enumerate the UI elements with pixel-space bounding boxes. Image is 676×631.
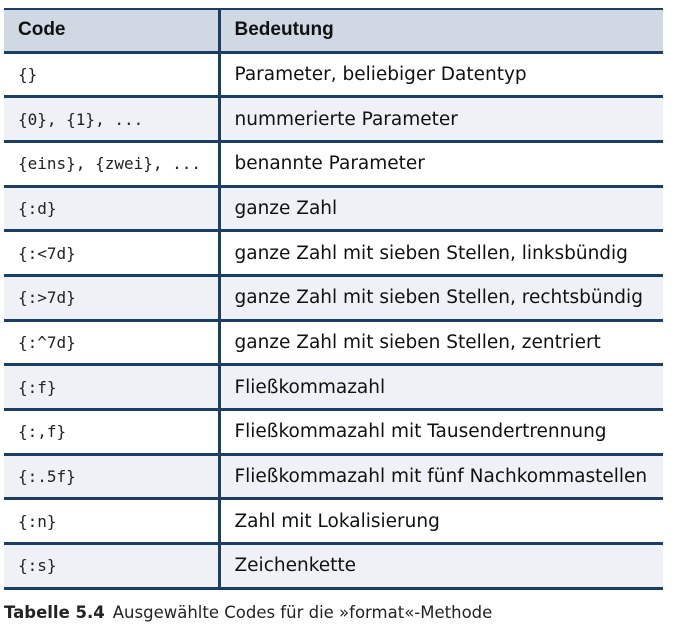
format-codes-table: Code Bedeutung {} Parameter, beliebiger … (4, 8, 663, 590)
meaning-cell: nummerierte Parameter (219, 96, 663, 143)
code-cell: {:>7d} (4, 275, 221, 322)
meaning-cell: Zeichenkette (219, 543, 663, 590)
table-row: {:f} Fließkommazahl (4, 364, 663, 411)
code-cell: {eins}, {zwei}, ... (4, 141, 221, 188)
meaning-cell: Parameter, beliebiger Datentyp (219, 52, 663, 99)
code-cell: {0}, {1}, ... (4, 96, 221, 143)
meaning-cell: ganze Zahl mit sieben Stellen, zentriert (219, 320, 663, 367)
code-cell: {:^7d} (4, 320, 221, 367)
code-cell: {:,f} (4, 409, 221, 456)
code-cell: {:d} (4, 186, 221, 233)
table-row: {eins}, {zwei}, ... benannte Parameter (4, 141, 663, 188)
table-row: {0}, {1}, ... nummerierte Parameter (4, 96, 663, 143)
meaning-cell: Fließkommazahl (219, 364, 663, 411)
format-codes-table-container: Code Bedeutung {} Parameter, beliebiger … (4, 8, 663, 590)
table-row: {:d} ganze Zahl (4, 186, 663, 233)
meaning-cell: ganze Zahl mit sieben Stellen, linksbünd… (219, 230, 663, 277)
caption-number: Tabelle 5.4 (4, 603, 105, 622)
code-cell: {:.5f} (4, 454, 221, 501)
code-cell: {:<7d} (4, 230, 221, 277)
table-row: {:s} Zeichenkette (4, 543, 663, 590)
meaning-cell: benannte Parameter (219, 141, 663, 188)
table-row: {:,f} Fließkommazahl mit Tausendertrennu… (4, 409, 663, 456)
caption-text: Ausgewählte Codes für die »format«-Metho… (112, 603, 493, 622)
meaning-cell: ganze Zahl (219, 186, 663, 233)
meaning-cell: Fließkommazahl mit Tausendertrennung (219, 409, 663, 456)
table-row: {:>7d} ganze Zahl mit sieben Stellen, re… (4, 275, 663, 322)
table-row: {:n} Zahl mit Lokalisierung (4, 498, 663, 546)
table-row: {:<7d} ganze Zahl mit sieben Stellen, li… (4, 230, 663, 277)
header-meaning: Bedeutung (219, 8, 663, 54)
code-cell: {:n} (4, 498, 221, 546)
table-row: {} Parameter, beliebiger Datentyp (4, 52, 663, 99)
meaning-cell: Fließkommazahl mit fünf Nachkommastellen (219, 454, 663, 501)
table-caption: Tabelle 5.4 Ausgewählte Codes für die »fo… (4, 603, 492, 622)
code-cell: {} (4, 52, 221, 99)
meaning-cell: Zahl mit Lokalisierung (219, 498, 663, 546)
table-header-row: Code Bedeutung (4, 8, 663, 54)
code-cell: {:f} (4, 364, 221, 411)
table-row: {:.5f} Fließkommazahl mit fünf Nachkomma… (4, 454, 663, 501)
meaning-cell: ganze Zahl mit sieben Stellen, rechtsbün… (219, 275, 663, 322)
header-code: Code (4, 8, 221, 54)
table-row: {:^7d} ganze Zahl mit sieben Stellen, ze… (4, 320, 663, 367)
code-cell: {:s} (4, 543, 221, 590)
